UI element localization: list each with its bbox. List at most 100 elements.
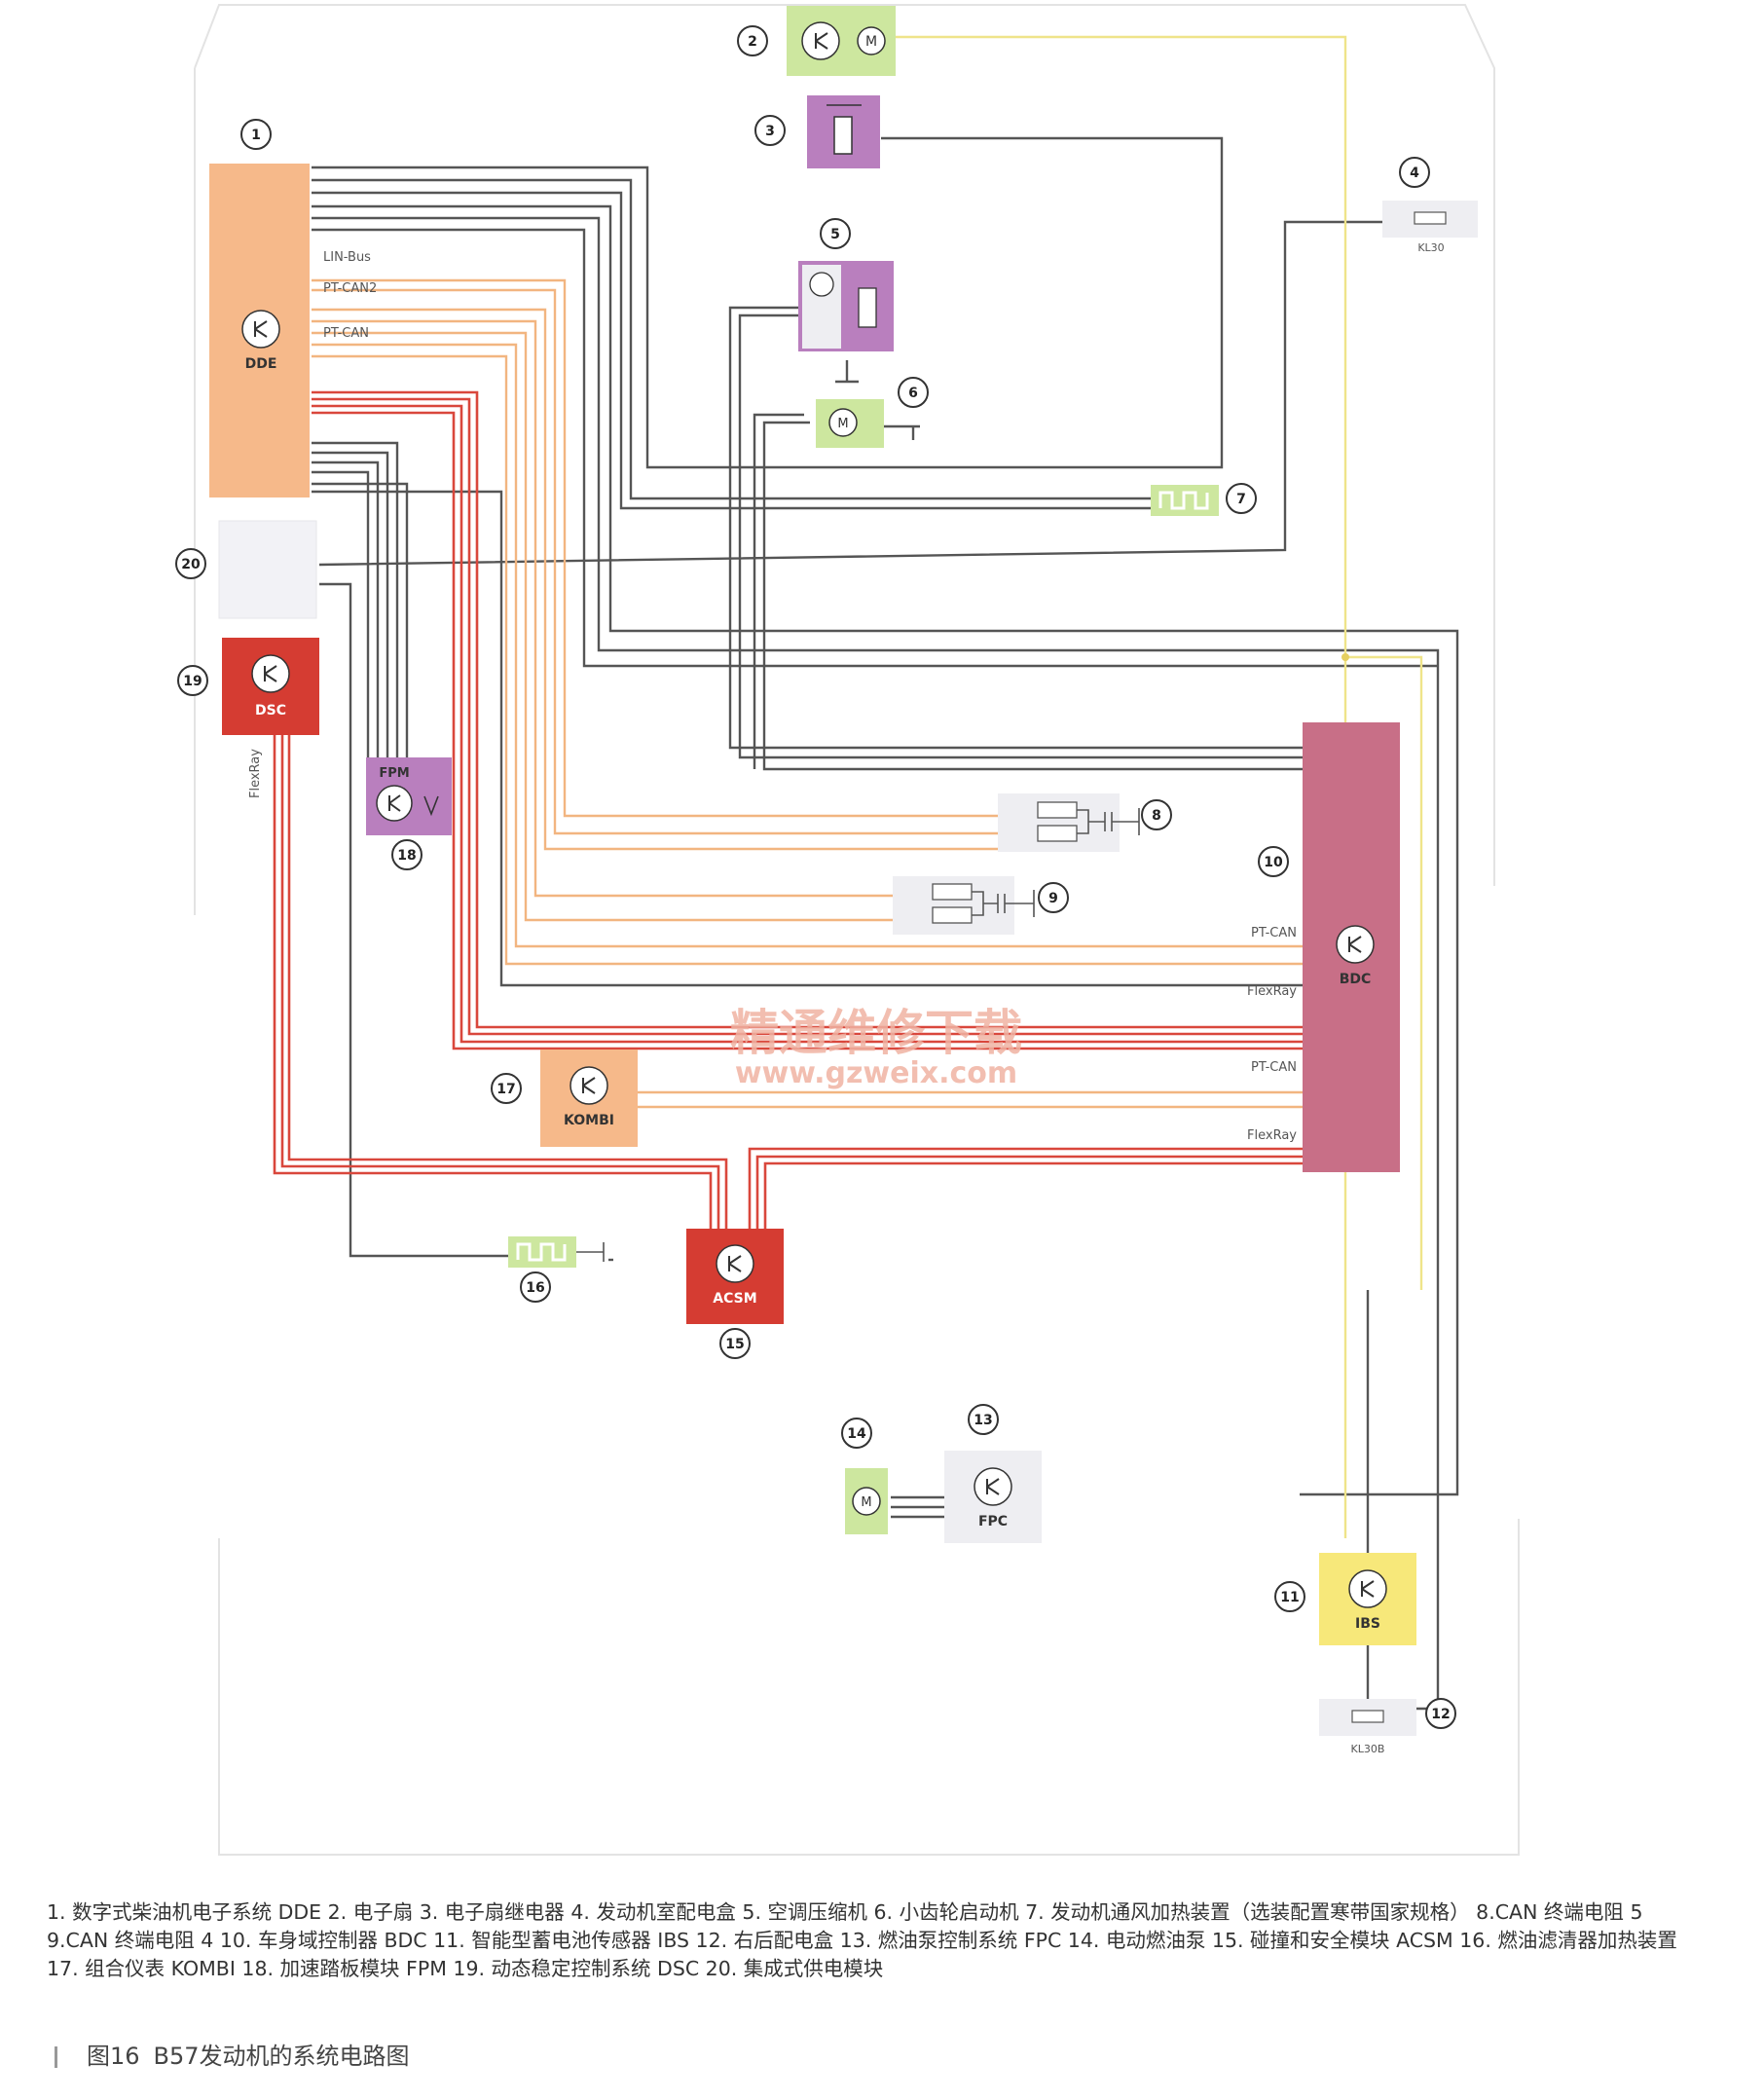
pinion-starter: M — [816, 399, 884, 448]
legend-line-3: 17. 组合仪表 KOMBI 18. 加速踏板模块 FPM 19. 动态稳定控制… — [47, 1957, 884, 1980]
wires-black — [312, 136, 1459, 1711]
callout-circle-15 — [719, 1328, 751, 1359]
page-frame — [194, 4, 1520, 1856]
fpm-label: FPM — [379, 766, 409, 781]
kl30b-label: KL30B — [1351, 1743, 1385, 1755]
watermark: 精通维修下载 www.gzweix.com — [730, 1005, 1022, 1090]
flexray-label-dsc: FlexRay — [248, 749, 263, 798]
rear-fusebox: KL30B — [1319, 1699, 1416, 1755]
callout-circle-2 — [737, 25, 768, 56]
pt-can-label-bdc-2: PT-CAN — [1251, 1060, 1297, 1075]
figure-title: 图16 B57发动机的系统电路图 — [55, 2037, 410, 2071]
callout-circle-8 — [1141, 799, 1172, 830]
callout-circle-3 — [754, 115, 786, 146]
callout-number-2: 2 — [748, 34, 757, 50]
callout-circle-12 — [1425, 1698, 1456, 1729]
callout-number-18: 18 — [397, 848, 416, 864]
legend-line-2: 9.CAN 终端电阻 4 10. 车身域控制器 BDC 11. 智能型蓄电池传感… — [47, 1929, 1677, 1952]
flexray-label-bdc-2: FlexRay — [1247, 1128, 1297, 1143]
ibs-label: IBS — [1355, 1616, 1380, 1632]
callout-number-11: 11 — [1280, 1590, 1299, 1605]
junction-dot — [1341, 653, 1349, 661]
callout-circle-1 — [240, 119, 272, 150]
dsc-module: DSC — [222, 638, 319, 735]
callout-circle-17 — [491, 1073, 522, 1104]
dsc-label: DSC — [255, 703, 286, 718]
flexray-label-bdc-1: FlexRay — [1247, 984, 1297, 999]
wires-orange — [312, 278, 1303, 1109]
bdc-label: BDC — [1340, 972, 1372, 987]
callout-circle-20 — [175, 548, 206, 579]
callout-number-9: 9 — [1048, 891, 1058, 906]
fpm-module: FPM — [366, 757, 452, 835]
watermark-title: 精通维修下载 — [730, 1005, 1022, 1061]
callout-number-12: 12 — [1431, 1707, 1450, 1722]
callout-number-5: 5 — [830, 227, 840, 242]
callout-circle-10 — [1258, 846, 1289, 877]
ibs-sensor: IBS — [1319, 1553, 1416, 1645]
ventilation-heater — [1151, 485, 1219, 516]
callout-circle-4 — [1399, 157, 1430, 188]
callout-circle-9 — [1038, 882, 1069, 913]
callout-number-4: 4 — [1410, 166, 1419, 181]
dde-module: DDE — [209, 164, 310, 497]
svg-text:M: M — [861, 1495, 871, 1510]
fuel-filter-heater — [508, 1236, 605, 1268]
callout-number-15: 15 — [725, 1337, 744, 1352]
fuel-pump: M — [845, 1468, 888, 1534]
callout-number-7: 7 — [1236, 492, 1246, 507]
acsm-label: ACSM — [713, 1291, 756, 1307]
figure-caption: B57发动机的系统电路图 — [153, 2043, 410, 2070]
callout-number-6: 6 — [908, 386, 918, 401]
fan-relay — [807, 95, 880, 168]
callout-number-19: 19 — [183, 674, 202, 689]
callout-circle-7 — [1226, 483, 1257, 514]
callout-number-1: 1 — [251, 128, 261, 143]
watermark-url: www.gzweix.com — [735, 1056, 1017, 1090]
svg-text:M: M — [837, 417, 848, 431]
lin-bus-label: LIN-Bus — [323, 250, 371, 265]
callout-circle-5 — [820, 218, 851, 249]
figure-number: 图16 — [87, 2043, 140, 2070]
wires-red — [273, 390, 1303, 1232]
callout-circle-13 — [968, 1404, 999, 1435]
electric-fan: M — [787, 6, 896, 76]
bdc-module: BDC — [1303, 722, 1400, 1172]
fpc-label: FPC — [978, 1514, 1008, 1529]
callout-number-8: 8 — [1152, 808, 1161, 824]
pt-can2-label: PT-CAN2 — [323, 281, 377, 296]
acsm-module: ACSM — [686, 1229, 784, 1324]
dde-label: DDE — [245, 356, 277, 372]
callout-number-20: 20 — [181, 557, 201, 572]
callout-circle-18 — [391, 839, 423, 870]
kl30-label: KL30 — [1417, 241, 1444, 254]
callout-number-17: 17 — [496, 1082, 515, 1097]
svg-text:M: M — [865, 34, 877, 50]
pt-can-label-bdc-1: PT-CAN — [1251, 926, 1297, 940]
callout-number-14: 14 — [847, 1426, 866, 1442]
kombi-label: KOMBI — [564, 1113, 614, 1128]
callout-number-3: 3 — [765, 124, 775, 139]
callout-number-13: 13 — [974, 1413, 992, 1428]
callout-circle-16 — [520, 1271, 551, 1303]
engine-fusebox: KL30 — [1382, 201, 1478, 254]
kombi-module: KOMBI — [540, 1050, 638, 1147]
title-marker — [55, 2046, 57, 2068]
pt-can-label-dde: PT-CAN — [323, 326, 369, 341]
ac-compressor — [798, 261, 894, 351]
callout-circle-11 — [1274, 1581, 1305, 1612]
legend-line-1: 1. 数字式柴油机电子系统 DDE 2. 电子扇 3. 电子扇继电器 4. 发动… — [47, 1900, 1643, 1924]
fpc-module: FPC — [944, 1451, 1042, 1543]
can-terminator-4 — [893, 876, 1035, 935]
callout-circle-19 — [177, 665, 208, 696]
callout-circle-14 — [841, 1418, 872, 1449]
callout-number-16: 16 — [526, 1280, 544, 1296]
integrated-supply-module — [218, 520, 317, 619]
can-terminator-5 — [998, 793, 1140, 852]
callout-circle-6 — [898, 377, 929, 408]
callout-number-10: 10 — [1264, 855, 1283, 870]
wire-labels: LIN-Bus PT-CAN2 PT-CAN PT-CAN FlexRay PT… — [248, 250, 1297, 1143]
legend-caption: 1. 数字式柴油机电子系统 DDE 2. 电子扇 3. 电子扇继电器 4. 发动… — [47, 1898, 1741, 1983]
